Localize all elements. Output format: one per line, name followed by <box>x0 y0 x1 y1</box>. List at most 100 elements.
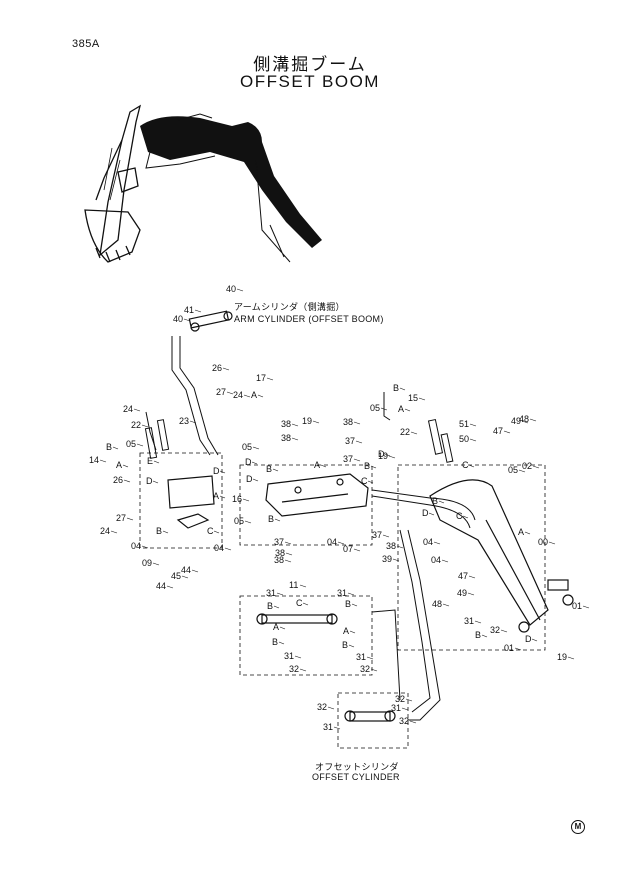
part-callout[interactable]: B <box>432 496 438 506</box>
part-callout[interactable]: D <box>422 508 429 518</box>
part-callout[interactable]: D <box>146 476 153 486</box>
part-callout[interactable]: A <box>273 622 279 632</box>
part-callout[interactable]: 22 <box>400 427 410 437</box>
part-callout[interactable]: 32 <box>317 702 327 712</box>
part-callout[interactable]: D <box>246 474 253 484</box>
part-callout[interactable]: 27 <box>216 387 226 397</box>
part-callout[interactable]: C <box>456 511 463 521</box>
part-callout[interactable]: 16 <box>232 494 242 504</box>
part-callout[interactable]: 05 <box>508 465 518 475</box>
part-callout[interactable]: D <box>213 466 220 476</box>
part-callout[interactable]: A <box>314 460 320 470</box>
part-callout[interactable]: 31 <box>356 652 366 662</box>
part-callout[interactable]: 40 <box>226 284 236 294</box>
part-callout[interactable]: 38 <box>281 433 291 443</box>
part-callout[interactable]: 15 <box>408 393 418 403</box>
part-callout[interactable]: C <box>207 526 214 536</box>
part-callout[interactable]: 04 <box>431 555 441 565</box>
part-callout[interactable]: A <box>251 390 257 400</box>
part-callout[interactable]: 07 <box>343 544 353 554</box>
part-callout[interactable]: 38 <box>386 541 396 551</box>
part-callout[interactable]: B <box>272 637 278 647</box>
part-callout[interactable]: 47 <box>458 571 468 581</box>
part-callout[interactable]: 38 <box>274 555 284 565</box>
part-callout[interactable]: 05 <box>234 516 244 526</box>
part-callout[interactable]: 04 <box>214 543 224 553</box>
part-callout[interactable]: 31 <box>464 616 474 626</box>
part-callout[interactable]: C <box>462 460 469 470</box>
part-callout[interactable]: 24 <box>100 526 110 536</box>
part-callout[interactable]: 39 <box>382 554 392 564</box>
part-callout[interactable]: 01 <box>504 643 514 653</box>
part-callout[interactable]: E <box>147 456 153 466</box>
part-callout[interactable]: B <box>345 599 351 609</box>
part-callout[interactable]: 27 <box>116 513 126 523</box>
part-callout[interactable]: 24 <box>233 390 243 400</box>
part-callout[interactable]: 41 <box>184 305 194 315</box>
part-callout[interactable]: 37 <box>274 537 284 547</box>
part-callout[interactable]: 31 <box>284 651 294 661</box>
part-callout[interactable]: 32 <box>289 664 299 674</box>
part-callout[interactable]: 26 <box>212 363 222 373</box>
part-callout[interactable]: 24 <box>123 404 133 414</box>
part-callout[interactable]: 38 <box>275 548 285 558</box>
part-callout[interactable]: 14 <box>89 455 99 465</box>
part-callout[interactable]: 48 <box>519 414 529 424</box>
part-callout[interactable]: D <box>245 457 252 467</box>
part-callout[interactable]: 19 <box>378 451 388 461</box>
part-callout[interactable]: 31 <box>337 588 347 598</box>
part-callout[interactable]: B <box>156 526 162 536</box>
part-callout[interactable]: 19 <box>302 416 312 426</box>
part-callout[interactable]: 51 <box>459 419 469 429</box>
part-callout[interactable]: 45 <box>171 571 181 581</box>
part-callout[interactable]: A <box>116 460 122 470</box>
part-callout[interactable]: A <box>398 404 404 414</box>
part-callout[interactable]: 32 <box>490 625 500 635</box>
part-callout[interactable]: D <box>378 449 385 459</box>
part-callout[interactable]: 05 <box>242 442 252 452</box>
part-callout[interactable]: B <box>267 601 273 611</box>
part-callout[interactable]: 49 <box>511 416 521 426</box>
part-callout[interactable]: C <box>296 598 303 608</box>
part-callout[interactable]: 04 <box>131 541 141 551</box>
part-callout[interactable]: B <box>393 383 399 393</box>
part-callout[interactable]: 31 <box>266 588 276 598</box>
part-callout[interactable]: 04 <box>423 537 433 547</box>
part-callout[interactable]: B <box>364 461 370 471</box>
part-callout[interactable]: 37 <box>345 436 355 446</box>
part-callout[interactable]: B <box>106 442 112 452</box>
part-callout[interactable]: 02 <box>522 461 532 471</box>
part-callout[interactable]: 48 <box>432 599 442 609</box>
part-callout[interactable]: 37 <box>343 454 353 464</box>
part-callout[interactable]: 50 <box>459 434 469 444</box>
part-callout[interactable]: 37 <box>372 530 382 540</box>
part-callout[interactable]: 22 <box>131 420 141 430</box>
part-callout[interactable]: 11 <box>289 580 298 590</box>
part-callout[interactable]: B <box>342 640 348 650</box>
part-callout[interactable]: B <box>266 464 272 474</box>
part-callout[interactable]: D <box>525 634 532 644</box>
part-callout[interactable]: 44 <box>156 581 166 591</box>
part-callout[interactable]: C <box>361 476 368 486</box>
part-callout[interactable]: 26 <box>113 475 123 485</box>
part-callout[interactable]: A <box>518 527 524 537</box>
part-callout[interactable]: 38 <box>343 417 353 427</box>
part-callout[interactable]: 40 <box>173 314 183 324</box>
part-callout[interactable]: 38 <box>281 419 291 429</box>
part-callout[interactable]: 49 <box>457 588 467 598</box>
part-callout[interactable]: 05 <box>126 439 136 449</box>
part-callout[interactable]: 00 <box>538 537 548 547</box>
part-callout[interactable]: 04 <box>327 537 337 547</box>
part-callout[interactable]: 44 <box>181 565 191 575</box>
part-callout[interactable]: 01 <box>572 601 582 611</box>
part-callout[interactable]: 17 <box>256 373 266 383</box>
part-callout[interactable]: 05 <box>370 403 380 413</box>
part-callout[interactable]: 19 <box>557 652 567 662</box>
part-callout[interactable]: 32 <box>395 694 405 704</box>
part-callout[interactable]: 32 <box>399 716 409 726</box>
part-callout[interactable]: 31 <box>323 722 333 732</box>
part-callout[interactable]: 09 <box>142 558 152 568</box>
part-callout[interactable]: A <box>213 491 219 501</box>
part-callout[interactable]: 23 <box>179 416 189 426</box>
part-callout[interactable]: B <box>475 630 481 640</box>
